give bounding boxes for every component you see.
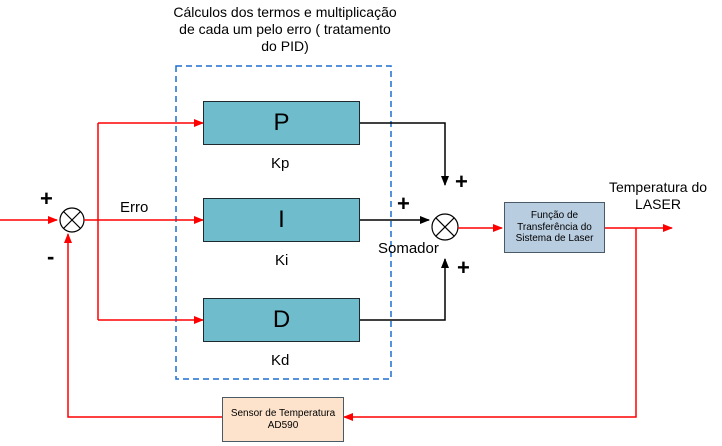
feedback-path	[64, 228, 637, 421]
pid-section-title: Cálculos dos termos e multiplicação de c…	[173, 4, 397, 54]
somador-summing-junction	[431, 213, 459, 241]
transfer-function-block: Função de Transferência do Sistema de La…	[504, 202, 605, 253]
d-plus-sign: +	[457, 255, 470, 280]
erro-label: Erro	[120, 199, 149, 216]
p-block: P	[203, 101, 360, 145]
ki-label: Ki	[275, 252, 289, 269]
kp-label: Kp	[271, 155, 290, 172]
i-plus-sign: +	[397, 191, 410, 216]
input-plus-sign: +	[40, 186, 53, 211]
error-summing-junction	[59, 207, 85, 233]
pid-output-lines	[359, 122, 449, 321]
output-label: Temperatura do LASER	[608, 179, 708, 212]
i-block: I	[203, 198, 360, 242]
feedback-minus-sign: -	[47, 244, 55, 269]
kd-label: Kd	[271, 352, 290, 369]
error-branch-lines	[84, 119, 204, 324]
pid-frame	[175, 65, 392, 380]
somador-label: Somador	[378, 240, 439, 257]
p-plus-sign: +	[455, 169, 468, 194]
temperature-sensor-block: Sensor de Temperatura AD590	[222, 397, 344, 442]
p-block-label: P	[273, 109, 290, 136]
i-block-label: I	[278, 206, 285, 233]
d-block-label: D	[272, 306, 291, 333]
d-block: D	[203, 298, 360, 342]
